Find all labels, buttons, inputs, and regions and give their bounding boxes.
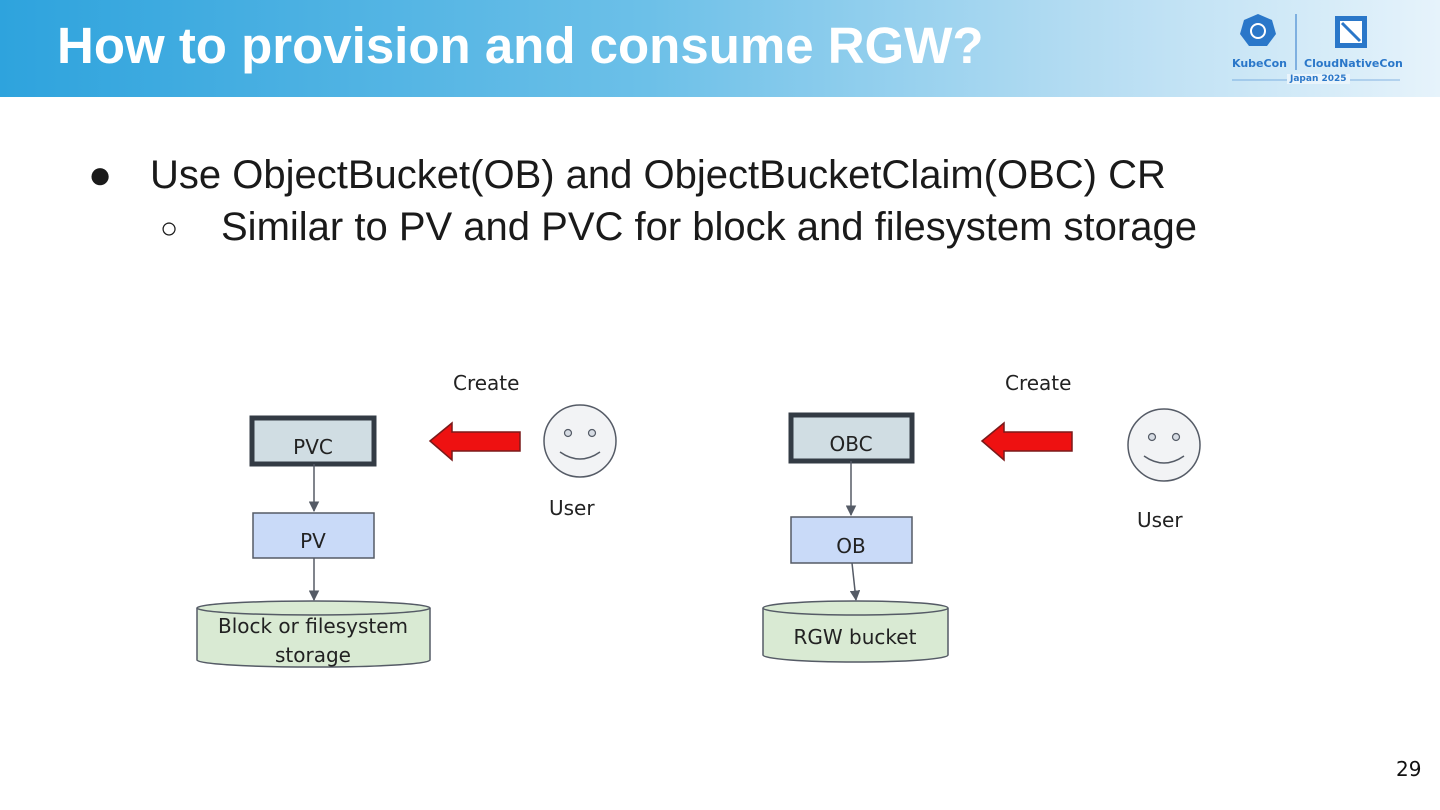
event-label: Japan 2025	[1287, 74, 1350, 84]
slide-title: How to provision and consume RGW?	[57, 17, 984, 74]
right-user-label: User	[1137, 508, 1183, 532]
block-storage-label-line2: storage	[275, 643, 351, 667]
bullet-level1-text: Use ObjectBucket(OB) and ObjectBucketCla…	[150, 153, 1166, 197]
pv-label: PV	[300, 529, 326, 553]
right-user-face-icon	[1127, 408, 1201, 482]
rgw-bucket-label: RGW bucket	[794, 625, 917, 649]
bullet-dot-icon: ●	[88, 153, 113, 197]
obc-label: OBC	[829, 432, 872, 456]
left-create-arrow	[428, 421, 521, 462]
kubecon-logo-graphic	[1232, 14, 1400, 81]
right-ob-storage-connector	[849, 562, 861, 602]
cloudnativecon-label: CloudNativeCon	[1304, 57, 1403, 70]
left-create-label: Create	[453, 371, 519, 395]
ob-box	[790, 516, 913, 564]
pvc-label: PVC	[293, 435, 333, 459]
rgw-bucket-cylinder	[762, 600, 949, 663]
kubecon-label: KubeCon	[1232, 57, 1287, 70]
kubernetes-icon	[1240, 14, 1276, 46]
block-storage-label-line1: Block or filesystem	[218, 614, 408, 638]
left-diagram: Create PVC User PV Block or filesystem s…	[196, 371, 617, 668]
pvc-box	[249, 415, 377, 467]
block-storage-cylinder	[196, 600, 431, 668]
right-diagram: Create OBC User OB RGW bucket	[762, 371, 1201, 663]
left-user-face-icon	[543, 404, 617, 478]
bullet-circle-icon: ○	[160, 212, 179, 245]
page-number: 29	[1396, 757, 1422, 781]
left-user-label: User	[549, 496, 595, 520]
header-bar	[0, 0, 1440, 97]
kubecon-logo: KubeCon CloudNativeCon Japan 2025	[1222, 10, 1412, 90]
ob-label: OB	[836, 534, 865, 558]
bullet-level2-text: Similar to PV and PVC for block and file…	[221, 205, 1197, 249]
kubernetes-wheel-icon	[1250, 23, 1266, 39]
right-create-arrow	[980, 421, 1073, 462]
right-create-label: Create	[1005, 371, 1071, 395]
